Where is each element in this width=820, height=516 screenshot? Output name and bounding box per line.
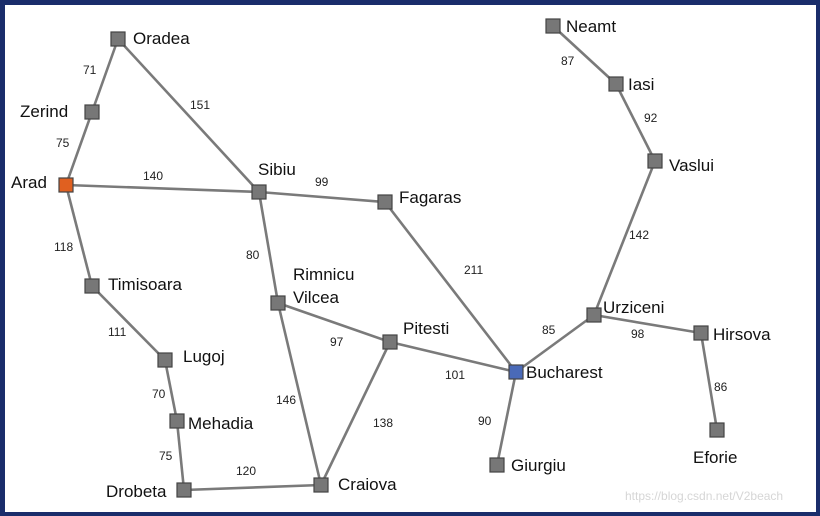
distance-label: 101 (445, 368, 465, 382)
distance-label: 92 (644, 111, 658, 125)
edge-rimnicu-vilcea-craiova (276, 302, 323, 486)
city-node-zerind[interactable] (84, 104, 100, 120)
city-label-lugoj: Lugoj (183, 347, 225, 366)
edge-urziceni-hirsova (593, 313, 702, 335)
edge-drobeta-craiova (183, 483, 322, 492)
distance-label: 99 (315, 175, 329, 189)
city-node-hirsova[interactable] (693, 325, 709, 341)
edge-oradea-sibiu (117, 38, 260, 193)
city-node-urziceni[interactable] (586, 307, 602, 323)
romania-road-graph: 71 75 151 140 118 99 80 111 70 75 120 146 97 138 211 10… (11, 17, 783, 503)
distance-label: 151 (190, 98, 210, 112)
distance-label: 87 (561, 54, 575, 68)
city-label-zerind: Zerind (20, 102, 68, 121)
distance-label: 97 (330, 335, 344, 349)
distance-label: 85 (542, 323, 556, 337)
city-node-pitesti[interactable] (382, 334, 398, 350)
city-node-giurgiu[interactable] (489, 457, 505, 473)
distance-label: 80 (246, 248, 260, 262)
edge-pitesti-bucharest (389, 340, 517, 374)
city-label-drobeta: Drobeta (106, 482, 167, 501)
distance-label: 140 (143, 169, 163, 183)
watermark-text: https://blog.csdn.net/V2beach (625, 489, 783, 503)
city-node-vaslui[interactable] (647, 153, 663, 169)
edges-layer (64, 25, 719, 492)
distance-label: 98 (631, 327, 645, 341)
edge-vaslui-iasi (614, 83, 657, 162)
distance-label: 70 (152, 387, 166, 401)
edge-oradea-zerind (90, 38, 120, 113)
city-label-sibiu: Sibiu (258, 160, 296, 179)
distance-label: 90 (478, 414, 492, 428)
edge-sibiu-rimnicu-vilcea (257, 191, 280, 304)
city-label-timisoara: Timisoara (108, 275, 183, 294)
city-node-lugoj[interactable] (157, 352, 173, 368)
edge-timisoara-lugoj (91, 285, 166, 361)
edge-arad-timisoara (64, 184, 94, 287)
edge-craiova-pitesti (319, 341, 392, 486)
distance-label: 146 (276, 393, 296, 407)
edge-bucharest-urziceni (515, 313, 595, 374)
nodes-layer (58, 18, 725, 498)
city-node-bucharest[interactable] (508, 364, 524, 380)
edge-mehadia-drobeta (175, 420, 186, 491)
city-label-eforie: Eforie (693, 448, 737, 467)
edge-lugoj-mehadia (163, 359, 179, 422)
city-label-vaslui: Vaslui (669, 156, 714, 175)
edge-sibiu-fagaras (258, 190, 386, 204)
edge-zerind-arad (64, 111, 94, 186)
city-node-drobeta[interactable] (176, 482, 192, 498)
edge-arad-sibiu (65, 183, 260, 194)
city-label-mehadia: Mehadia (188, 414, 254, 433)
city-label-pitesti: Pitesti (403, 319, 449, 338)
edge-fagaras-bucharest (383, 201, 518, 373)
city-node-craiova[interactable] (313, 477, 329, 493)
city-node-timisoara[interactable] (84, 278, 100, 294)
city-label-neamt: Neamt (566, 17, 616, 36)
city-label-fagaras: Fagaras (399, 188, 461, 207)
edge-rimnicu-vilcea-pitesti (277, 301, 391, 344)
distance-label: 75 (56, 136, 70, 150)
distance-label: 142 (629, 228, 649, 242)
distance-labels-layer: 71 75 151 140 118 99 80 111 70 75 120 146 97 138 211 10… (54, 54, 728, 478)
distance-label: 111 (108, 325, 127, 339)
edge-hirsova-eforie (699, 332, 719, 431)
distance-label: 118 (54, 240, 73, 254)
city-label-hirsova: Hirsova (713, 325, 771, 344)
city-node-rimnicu-vilcea[interactable] (270, 295, 286, 311)
distance-label: 75 (159, 449, 173, 463)
city-node-iasi[interactable] (608, 76, 624, 92)
city-node-eforie[interactable] (709, 422, 725, 438)
city-node-neamt[interactable] (545, 18, 561, 34)
distance-label: 211 (464, 263, 483, 277)
city-node-arad[interactable] (58, 177, 74, 193)
city-label-craiova: Craiova (338, 475, 397, 494)
city-label-urziceni: Urziceni (603, 298, 664, 317)
distance-label: 86 (714, 380, 728, 394)
city-label-arad: Arad (11, 173, 47, 192)
edge-iasi-neamt (552, 25, 617, 85)
city-node-oradea[interactable] (110, 31, 126, 47)
distance-label: 71 (83, 63, 97, 77)
edge-urziceni-vaslui (592, 160, 657, 316)
city-node-fagaras[interactable] (377, 194, 393, 210)
city-label-giurgiu: Giurgiu (511, 456, 566, 475)
edge-bucharest-giurgiu (495, 371, 518, 466)
city-node-sibiu[interactable] (251, 184, 267, 200)
distance-label: 120 (236, 464, 256, 478)
city-label-bucharest: Bucharest (526, 363, 603, 382)
distance-label: 138 (373, 416, 393, 430)
city-label-oradea: Oradea (133, 29, 190, 48)
city-node-mehadia[interactable] (169, 413, 185, 429)
city-label-iasi: Iasi (628, 75, 654, 94)
